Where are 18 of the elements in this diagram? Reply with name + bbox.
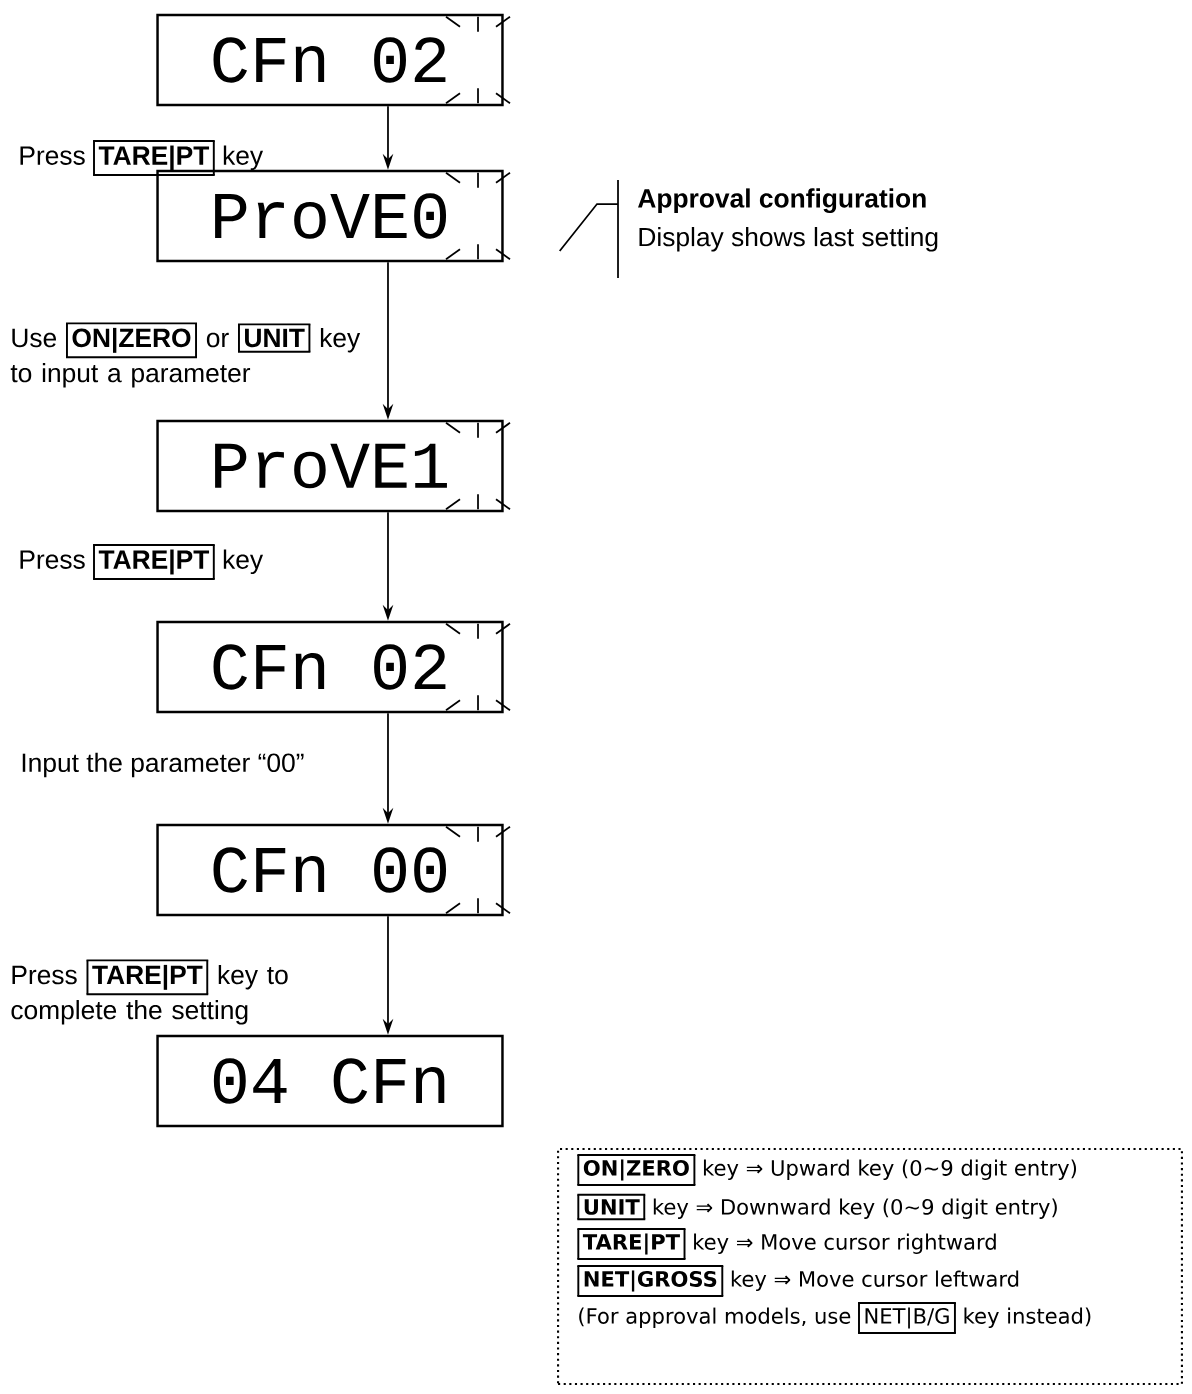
legend-line: UNIT key ⇒ Downward key (0~9 digit entry) <box>576 1193 1057 1221</box>
display-box: ProVE0 <box>156 169 504 263</box>
display-box: CFn 00 <box>156 823 504 917</box>
edge-label: Input the parameter “00” <box>22 752 304 778</box>
leader-line <box>558 203 619 252</box>
display-box: ProVE1 <box>156 419 504 513</box>
legend-line: (For approval models, use NET|B/G key instead) <box>579 1302 1091 1334</box>
annotation-heading: Approval configuration <box>638 188 926 214</box>
edge-label: Press TARE|PT key <box>20 544 264 580</box>
edge-label: Press TARE|PT key to complete the setting <box>11 959 288 1025</box>
annotation-text: Display shows last setting <box>639 227 938 252</box>
legend-line: NET|GROSS key ⇒ Move cursor leftward <box>576 1265 1019 1297</box>
legend-line: TARE|PT key ⇒ Move cursor rightward <box>576 1228 996 1260</box>
display-box: CFn 02 <box>156 620 504 714</box>
legend-line: ON|ZERO key ⇒ Upward key (0~9 digit entry) <box>576 1154 1077 1186</box>
edge-label: Use ON|ZERO or UNIT key to input a parameter <box>10 322 361 388</box>
display-box: CFn 02 <box>156 13 504 107</box>
display-box: 04 CFn <box>156 1034 504 1128</box>
